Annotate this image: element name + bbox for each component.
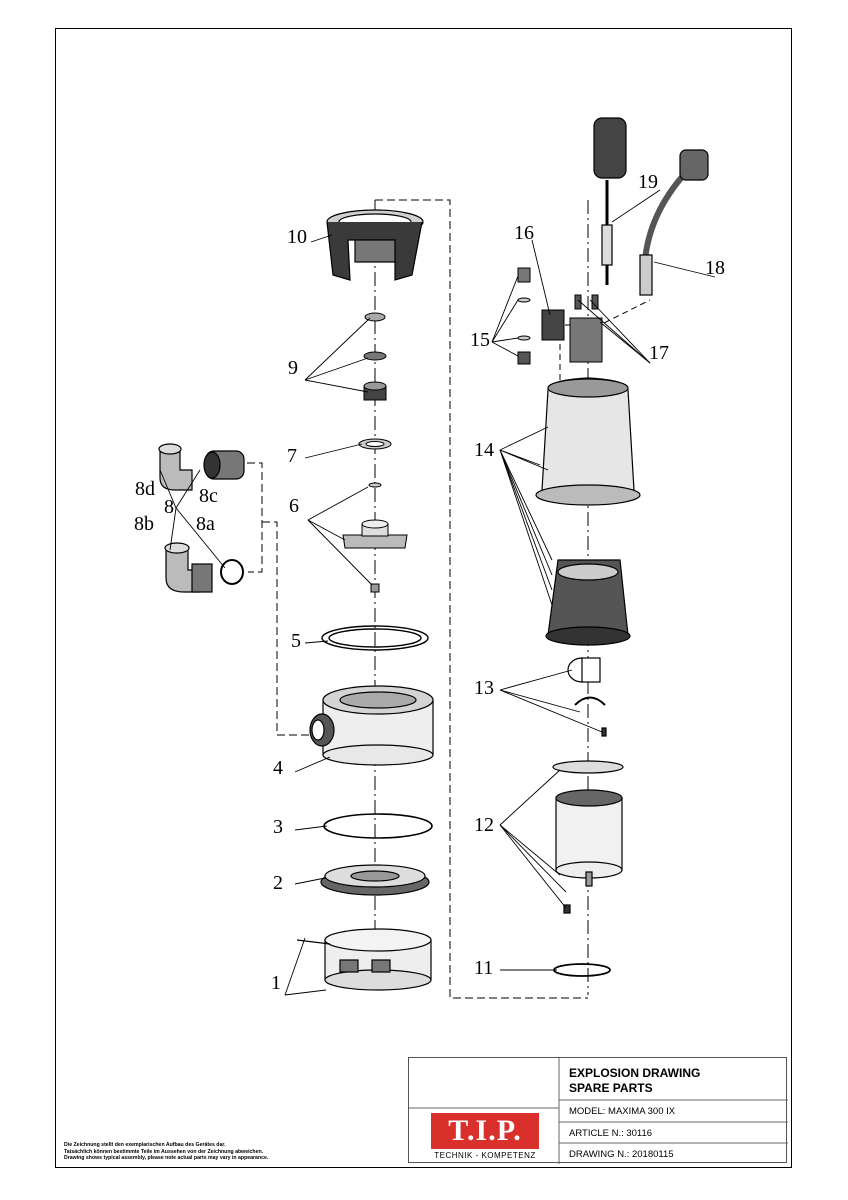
part-1-strainer-base (296, 928, 432, 991)
drawing-frame (55, 28, 792, 1168)
callout-2: 2 (273, 872, 283, 894)
part-12-motor (552, 760, 624, 914)
callout-8b: 8b (134, 513, 154, 535)
outlet-path-line (262, 521, 315, 736)
title-line-2: SPARE PARTS (569, 1081, 653, 1095)
callout-16: 16 (514, 222, 534, 244)
part-4-pump-housing (309, 685, 434, 766)
callout-4: 4 (273, 757, 283, 779)
logo-tagline: TECHNIK - KOMPETENZ (434, 1151, 536, 1160)
disclaimer-text: Die Zeichnung stellt den exemplarischen … (64, 1142, 324, 1162)
part-14-motor-cover (535, 377, 641, 646)
model-field: MODEL: MAXIMA 300 IX (569, 1106, 676, 1117)
title-block: EXPLOSION DRAWING SPARE PARTS MODEL: MAX… (408, 1057, 788, 1164)
part-3-o-ring (323, 813, 433, 839)
disclaimer-line-en: Drawing shows typical assembly, please n… (64, 1155, 269, 1162)
part-10-top-cover (326, 209, 424, 281)
callout-19: 19 (638, 171, 658, 193)
part-6-impeller (342, 482, 408, 593)
elbow-path-line (247, 462, 263, 573)
callout-8a: 8a (196, 513, 215, 535)
callout-18: 18 (705, 257, 725, 279)
disclaimer-line-de-2: Tatsächlich können bestimmte Teile im Au… (64, 1148, 264, 1155)
callout-15: 15 (470, 329, 490, 351)
callout-17: 17 (649, 342, 669, 364)
part-15-16-17-cable-connectors (517, 267, 603, 365)
part-7-wear-ring (358, 438, 392, 450)
callout-10: 10 (287, 226, 307, 248)
callout-3: 3 (273, 816, 283, 838)
callout-5: 5 (291, 630, 301, 652)
part-9-seal-set (363, 312, 387, 401)
callout-1: 1 (271, 972, 281, 994)
callout-14: 14 (474, 439, 494, 461)
part-13-capacitor (567, 657, 607, 737)
callout-7: 7 (287, 445, 297, 467)
leader-lines (159, 189, 716, 996)
callout-8d: 8d (135, 478, 155, 500)
callout-8c: 8c (199, 485, 218, 507)
callout-8: 8 (164, 496, 174, 518)
drawing-number-field: DRAWING N.: 20180115 (569, 1149, 674, 1160)
title-line-1: EXPLOSION DRAWING (569, 1066, 701, 1080)
assembly-path-line (375, 199, 588, 999)
callout-6: 6 (289, 495, 299, 517)
part-18-19-cables-and-float-switch (593, 117, 709, 296)
tip-logo: T.I.P. TECHNIK - KOMPETENZ (431, 1113, 539, 1161)
callout-13: 13 (474, 677, 494, 699)
title-block-heading: EXPLOSION DRAWING SPARE PARTS (569, 1066, 700, 1096)
part-5-o-ring (321, 625, 429, 651)
part-11-o-ring (553, 963, 611, 977)
callout-9: 9 (288, 357, 298, 379)
logo-letters: T.I.P. (431, 1113, 539, 1149)
article-field: ARTICLE N.: 30116 (569, 1128, 653, 1139)
disclaimer-line-de-1: Die Zeichnung stellt den exemplarischen … (64, 1142, 226, 1148)
callout-12: 12 (474, 814, 494, 836)
title-block-grid (409, 1058, 788, 1164)
callout-11: 11 (474, 957, 494, 979)
part-2-base-plate (320, 864, 430, 896)
